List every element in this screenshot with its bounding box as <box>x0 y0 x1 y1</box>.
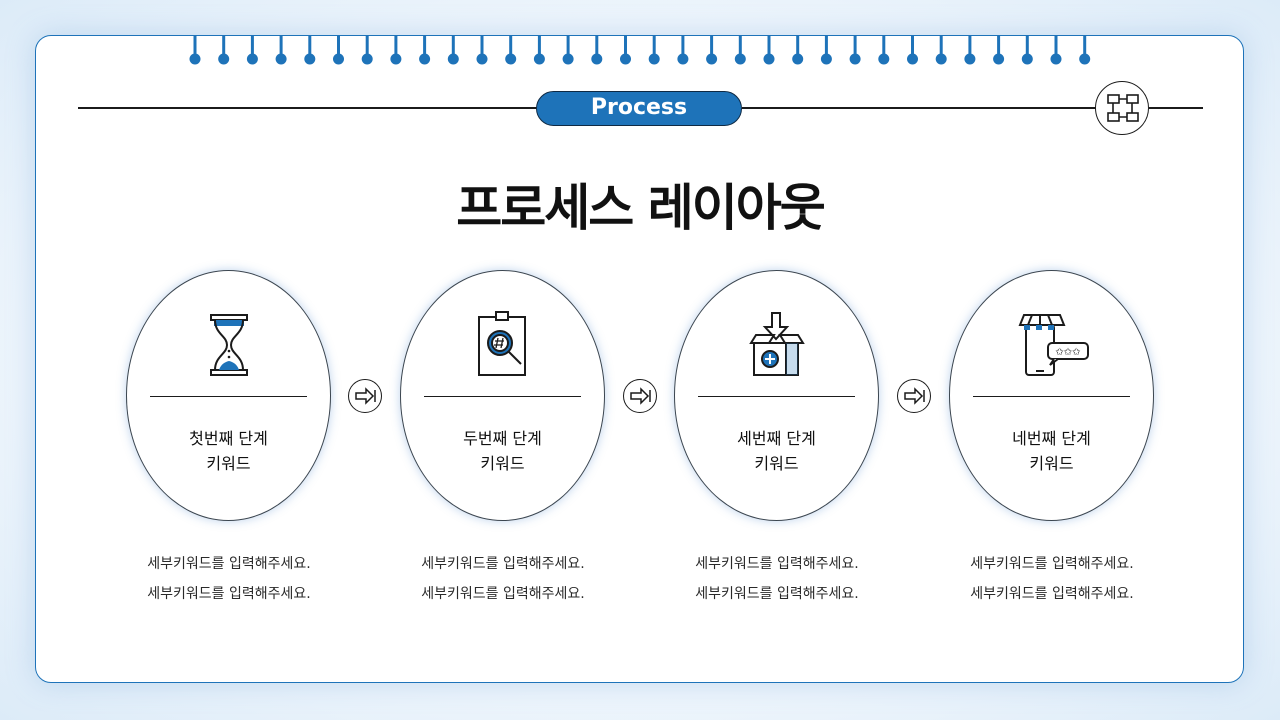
step-keyword: 키워드 <box>206 454 251 473</box>
step-divider <box>698 396 855 397</box>
step-label: 두번째 단계 키워드 <box>401 426 604 476</box>
step-description-3: 세부키워드를 입력해주세요. 세부키워드를 입력해주세요. <box>647 549 907 609</box>
header-line-right <box>742 107 1097 109</box>
step-label: 첫번째 단계 키워드 <box>127 426 330 476</box>
step-title: 두번째 단계 <box>463 429 542 448</box>
binder-ring-hole <box>562 53 574 65</box>
header-line-end <box>1149 107 1203 109</box>
binder-ring-hole <box>304 53 316 65</box>
binder-ring-hole <box>734 53 746 65</box>
binder-ring-hole <box>620 53 631 65</box>
step-card-4: ✩✩✩ 네번째 단계 키워드 <box>949 270 1154 521</box>
binder-ring-hole <box>849 53 861 65</box>
binder-ring-hole <box>820 53 832 65</box>
step-divider <box>424 396 581 397</box>
next-arrow-icon <box>348 379 382 413</box>
step-title: 네번째 단계 <box>1012 429 1091 448</box>
binder-ring-hole <box>246 53 258 65</box>
description-line: 세부키워드를 입력해주세요. <box>695 586 859 602</box>
next-arrow-icon <box>623 379 657 413</box>
step-description-1: 세부키워드를 입력해주세요. 세부키워드를 입력해주세요. <box>99 549 359 609</box>
description-line: 세부키워드를 입력해주세요. <box>147 556 311 572</box>
binder-ring-hole <box>505 53 517 65</box>
binder-ring-hole <box>476 53 488 65</box>
step-label: 세번째 단계 키워드 <box>675 426 878 476</box>
step-description-2: 세부키워드를 입력해주세요. 세부키워드를 입력해주세요. <box>373 549 633 609</box>
description-line: 세부키워드를 입력해주세요. <box>421 556 585 572</box>
header-line-left <box>78 107 538 109</box>
step-title: 세번째 단계 <box>737 429 816 448</box>
step-title: 첫번째 단계 <box>189 429 268 448</box>
clipboard-search-icon <box>478 311 526 376</box>
description-line: 세부키워드를 입력해주세요. <box>421 586 585 602</box>
binder-ring-hole <box>935 53 947 65</box>
binder-ring-hole <box>591 53 603 65</box>
box-download-icon <box>749 312 805 376</box>
hourglass-icon <box>210 314 248 376</box>
description-line: 세부키워드를 입력해주세요. <box>970 556 1134 572</box>
process-badge: Process <box>536 91 742 126</box>
binder-ring-hole <box>1050 53 1062 65</box>
step-description-4: 세부키워드를 입력해주세요. 세부키워드를 입력해주세요. <box>922 549 1182 609</box>
binder-ring-hole <box>706 53 718 65</box>
svg-text:✩✩✩: ✩✩✩ <box>1055 347 1081 358</box>
binder-ring-hole <box>964 53 976 65</box>
binder-ring-hole <box>218 53 230 65</box>
binder-ring-hole <box>648 53 660 65</box>
next-arrow-icon <box>897 379 931 413</box>
step-divider <box>973 396 1130 397</box>
step-keyword: 키워드 <box>1029 454 1074 473</box>
binder-ring-hole <box>792 53 804 65</box>
step-card-1: 첫번째 단계 키워드 <box>126 270 331 521</box>
binder-ring-hole <box>993 53 1005 65</box>
description-line: 세부키워드를 입력해주세요. <box>147 586 311 602</box>
binder-ring-hole <box>189 53 201 65</box>
flowchart-icon <box>1095 81 1149 135</box>
binder-ring-hole <box>419 53 431 65</box>
binder-ring-hole <box>390 53 402 65</box>
binder-rings <box>189 36 1091 65</box>
binder-ring-hole <box>361 53 373 65</box>
description-line: 세부키워드를 입력해주세요. <box>695 556 859 572</box>
binder-ring-hole <box>1021 53 1033 65</box>
step-keyword: 키워드 <box>480 454 525 473</box>
binder-ring-hole <box>677 53 689 65</box>
step-keyword: 키워드 <box>754 454 799 473</box>
step-card-3: 세번째 단계 키워드 <box>674 270 879 521</box>
page-title: 프로세스 레이아웃 <box>456 179 825 237</box>
binder-ring-hole <box>333 53 344 65</box>
binder-ring-hole <box>447 53 459 65</box>
step-label: 네번째 단계 키워드 <box>950 426 1153 476</box>
step-card-2: 두번째 단계 키워드 <box>400 270 605 521</box>
store-review-icon: ✩✩✩ <box>1018 314 1089 376</box>
description-line: 세부키워드를 입력해주세요. <box>970 586 1134 602</box>
binder-ring-hole <box>878 53 890 65</box>
binder-ring-hole <box>533 53 545 65</box>
binder-ring-hole <box>1079 53 1091 65</box>
binder-ring-hole <box>763 53 775 65</box>
binder-ring-hole <box>907 53 918 65</box>
binder-ring-hole <box>275 53 287 65</box>
step-divider <box>150 396 307 397</box>
